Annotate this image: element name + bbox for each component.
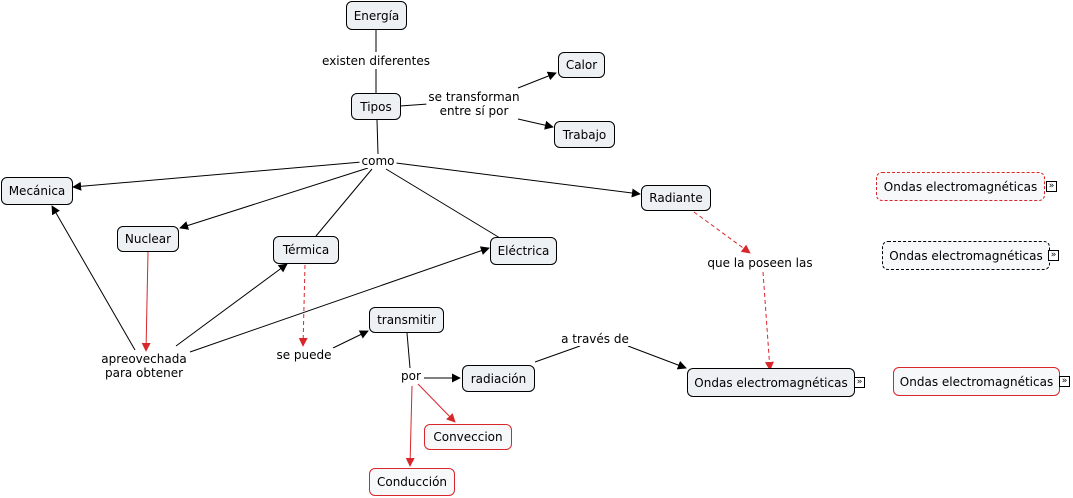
link-label-como: como xyxy=(359,154,397,168)
concept-trabajo[interactable]: Trabajo xyxy=(554,121,615,148)
concept-electrica[interactable]: Eléctrica xyxy=(490,237,557,265)
concept-conduccion[interactable]: Conducción xyxy=(369,468,455,496)
concept-radiante[interactable]: Radiante xyxy=(641,185,711,211)
concept-conveccion[interactable]: Conveccion xyxy=(424,424,512,450)
link-label-se-puede: se puede xyxy=(274,348,334,362)
link-sepuede-transmitir xyxy=(332,330,369,349)
link-atraves-ondas xyxy=(627,345,687,370)
link-label-transforman: se transforman entre sí por xyxy=(426,90,522,118)
concept-energia[interactable]: Energía xyxy=(346,1,407,30)
expand-icon[interactable]: » xyxy=(1046,181,1057,192)
concept-radiacion[interactable]: radiación xyxy=(462,365,535,392)
link-nuclear-aprovechada xyxy=(141,251,151,352)
concept-mecanica[interactable]: Mecánica xyxy=(1,177,73,205)
link-como-mecanica xyxy=(72,161,363,191)
concept-transmitir[interactable]: transmitir xyxy=(369,307,444,333)
link-tipos-transforman xyxy=(399,103,429,107)
concept-ondas-side-1[interactable]: Ondas electromagnéticas xyxy=(876,172,1045,201)
link-como-radiante xyxy=(395,162,641,198)
concept-nuclear[interactable]: Nuclear xyxy=(117,226,179,252)
link-tipos-como xyxy=(376,119,379,155)
link-label-transforman-line2: entre sí por xyxy=(439,104,509,118)
concept-tipos[interactable]: Tipos xyxy=(351,93,401,120)
link-aprovechada-termica xyxy=(175,263,288,347)
link-termica-sepuede xyxy=(298,264,308,347)
expand-icon[interactable]: » xyxy=(1048,250,1059,261)
link-label-por: por xyxy=(399,369,423,383)
link-radiante-poseen xyxy=(693,211,751,254)
concept-ondas-side-2[interactable]: Ondas electromagnéticas xyxy=(882,241,1050,270)
link-por-conduccion xyxy=(405,385,415,467)
link-radiacion-atraves xyxy=(534,345,581,363)
link-label-aprovechada-line1: apreovechada xyxy=(101,352,187,366)
link-transforman-calor xyxy=(517,71,557,89)
link-aprovechada-mecanica xyxy=(51,205,136,351)
link-transmitir-por xyxy=(406,332,411,369)
link-aprovechada-electrica xyxy=(189,246,490,353)
expand-icon[interactable]: » xyxy=(1059,376,1070,387)
concept-ondas-electromagneticas[interactable]: Ondas electromagnéticas xyxy=(687,368,855,397)
expand-icon[interactable]: » xyxy=(854,377,865,388)
link-label-transforman-line1: se transforman xyxy=(428,90,520,104)
concept-ondas-side-3[interactable]: Ondas electromagnéticas xyxy=(893,367,1060,396)
link-label-existen: existen diferentes xyxy=(320,54,432,68)
link-transforman-trabajo xyxy=(517,118,554,130)
link-label-poseen: que la poseen las xyxy=(705,256,815,270)
concept-termica[interactable]: Térmica xyxy=(273,236,339,264)
link-poseen-ondas xyxy=(762,271,774,371)
link-label-aprovechada-line2: para obtener xyxy=(104,366,184,380)
link-como-nuclear xyxy=(179,167,369,230)
link-por-conveccion xyxy=(417,383,456,423)
concept-calor[interactable]: Calor xyxy=(558,52,605,78)
link-como-termica xyxy=(315,168,373,237)
link-label-aprovechada: apreovechada para obtener xyxy=(99,352,189,380)
link-label-a-traves: a través de xyxy=(559,332,631,346)
link-como-electrica xyxy=(385,168,501,239)
